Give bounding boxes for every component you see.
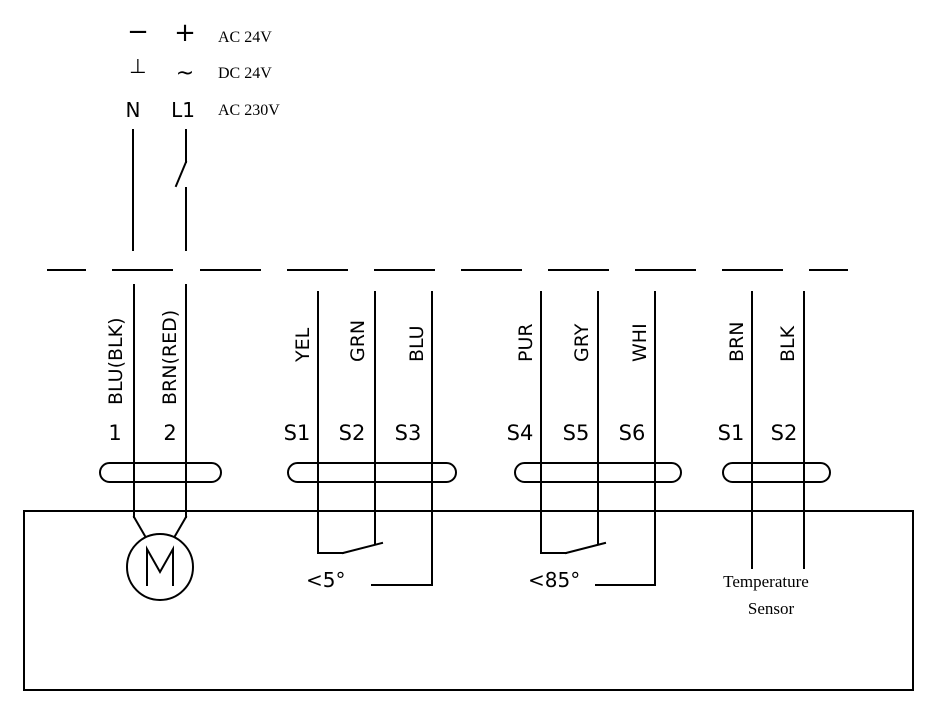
switch2-wire-s5-color: GRY: [571, 323, 593, 362]
switch2-wire-s6-color: WHI: [629, 323, 651, 362]
switch2-angle-label: <85°: [528, 568, 580, 592]
switch1-contact-arm: [341, 541, 384, 555]
motor-m-symbol: [146, 545, 174, 586]
motor-lead-1: [132, 515, 147, 538]
switch1-wire-s3-color: BLU: [406, 325, 428, 362]
switch2-terminal-s4: S4: [507, 421, 534, 445]
motor-wire-1-color: BLU(BLK): [105, 318, 127, 406]
switch2-contact-arm: [564, 541, 607, 555]
supply-ground-symbol: ⊥: [129, 54, 146, 78]
motor-terminal-2: 2: [163, 421, 176, 445]
sensor-cable-clamp: [722, 462, 831, 483]
supply-tilde-symbol: ~: [176, 61, 194, 86]
supply-l1-label: L1: [171, 98, 195, 122]
supply-ac24-label: AC 24V: [218, 29, 272, 46]
supply-plus-symbol: +: [174, 18, 196, 48]
motor-terminal-1: 1: [108, 421, 121, 445]
switch2-wire-s4-color: PUR: [515, 323, 537, 362]
sensor-wire-s1-color: BRN: [726, 322, 748, 362]
switch1-terminal-s1: S1: [284, 421, 311, 445]
motor-cable-clamp: [99, 462, 222, 483]
switch1-wire-s1-color: YEL: [292, 327, 314, 363]
sensor-label-line1: Temperature: [723, 572, 809, 591]
switch1-cable-clamp: [287, 462, 457, 483]
switch1-angle-label: <5°: [306, 568, 345, 592]
switch2-terminal-s5: S5: [563, 421, 590, 445]
sensor-label-line2: Sensor: [748, 599, 795, 618]
supply-n-label: N: [126, 98, 141, 122]
supply-dc24-label: DC 24V: [218, 65, 272, 82]
device-housing: [23, 510, 914, 691]
sensor-terminal-s2: S2: [771, 421, 798, 445]
switch2-cable-clamp: [514, 462, 682, 483]
switch2-terminal-s6: S6: [619, 421, 646, 445]
sensor-wire-s2-color: BLK: [777, 325, 799, 362]
switch1-wire-s2-color: GRN: [347, 320, 369, 362]
motor-lead-2: [173, 515, 188, 538]
sensor-terminal-s1: S1: [718, 421, 745, 445]
switch1-terminal-s2: S2: [339, 421, 366, 445]
switch1-terminal-s3: S3: [395, 421, 422, 445]
motor-wire-2-color: BRN(RED): [159, 310, 181, 405]
supply-minus-symbol: −: [127, 17, 149, 47]
motor-circle: [126, 533, 194, 601]
supply-ac230-label: AC 230V: [218, 102, 280, 119]
supply-l1-switch-contact: [174, 160, 188, 188]
